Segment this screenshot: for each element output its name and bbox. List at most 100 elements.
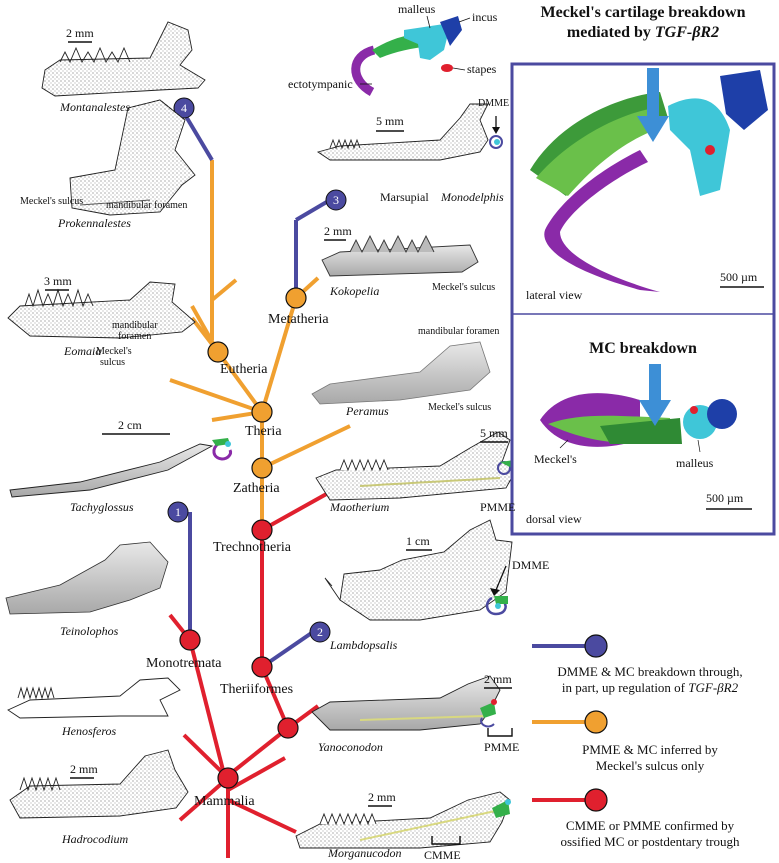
scale-monodelphis: 5 mm	[376, 114, 404, 128]
dorsal-render	[540, 393, 737, 447]
legend-purple-line1: DMME & MC breakdown through,	[557, 664, 743, 679]
panel-title-line2: mediated by TGF-βR2	[512, 24, 774, 42]
node-zatheria	[251, 457, 273, 479]
ear-label-ectotympanic: ectotympanic	[288, 77, 353, 91]
peramus-meckels-sulcus: Meckel's sulcus	[428, 402, 492, 413]
taxon-yanoconodon: Yanoconodon	[318, 740, 383, 754]
event-marker-4	[173, 97, 195, 119]
jaw-henosferos	[7, 677, 181, 719]
jaw-maotherium	[315, 431, 517, 501]
jaw-eomaia	[7, 281, 196, 339]
event-marker-4-label: 4	[181, 101, 187, 115]
tachyglossus-ear	[212, 438, 232, 461]
prokennalestes-meckels-sulcus: Meckel's sulcus	[20, 196, 84, 207]
jaw-yanoconodon	[311, 675, 501, 731]
monodelphis-dmme: DMME	[478, 98, 510, 109]
clade-monotremata: Monotremata	[146, 656, 222, 671]
node-monotremata	[179, 629, 201, 651]
scale-dorsal: 500 µm	[706, 491, 744, 505]
clade-eutheria: Eutheria	[220, 362, 268, 377]
scale-yanoconodon: 2 mm	[484, 672, 512, 686]
event-marker-3-label: 3	[333, 193, 339, 207]
scale-lambdopsalis: 1 cm	[406, 534, 430, 548]
event-marker-1	[167, 501, 189, 523]
node-mammalia	[217, 767, 239, 789]
node-trechnotheria	[251, 519, 273, 541]
event-marker-2	[309, 621, 331, 643]
lateral-render	[530, 70, 768, 292]
legend-red-line1: CMME or PMME confirmed by	[565, 818, 735, 833]
prokennalestes-mandibular-foramen: mandibular foramen	[106, 200, 188, 211]
lateral-arrow	[637, 68, 669, 142]
jaw-montanalestes	[41, 21, 206, 97]
label-meckels: Meckel's	[534, 452, 577, 466]
morganucodon-ear	[492, 799, 511, 818]
jaw-monodelphis	[316, 103, 489, 161]
scale-maotherium: 5 mm	[480, 426, 508, 440]
monodelphis-ear	[489, 135, 503, 149]
lambdopsalis-ear	[485, 596, 508, 616]
red-branches	[168, 490, 331, 858]
jaw-morganucodon	[295, 791, 511, 849]
panel-title-gene: TGF-βR2	[654, 24, 720, 41]
clade-mammalia: Mammalia	[194, 794, 255, 809]
scale-montanalestes: 2 mm	[66, 26, 94, 40]
jaw-prokennalestes	[69, 99, 196, 216]
nodes	[179, 287, 608, 812]
event-marker-3	[325, 189, 347, 211]
taxon-teinolophos: Teinolophos	[60, 624, 119, 638]
maotherium-pmme: PMME	[480, 500, 516, 514]
legend-node-red	[584, 788, 608, 812]
scale-eomaia: 3 mm	[44, 274, 72, 288]
jaw-peramus	[311, 341, 491, 405]
taxon-peramus: Peramus	[346, 404, 389, 418]
taxon-montanalestes: Montanalestes	[60, 100, 130, 114]
jaw-tachyglossus	[9, 443, 214, 498]
clade-metatheria: Metatheria	[268, 312, 329, 327]
clade-theriiformes: Theriiformes	[220, 682, 294, 697]
label-lateral-view: lateral view	[526, 288, 583, 302]
label-marsupial: Marsupial	[380, 190, 429, 204]
ectotympanic-bone	[351, 45, 376, 96]
purple-branches	[182, 111, 596, 669]
jaw-lambdopsalis	[324, 519, 513, 621]
incus-bone	[440, 16, 462, 46]
dorsal-arrow	[639, 364, 671, 426]
node-metatheria	[285, 287, 307, 309]
event-marker-2-label: 2	[317, 625, 323, 639]
node-eutheria	[207, 341, 229, 363]
eomaia-mandibular-2: foramen	[118, 331, 152, 342]
lambdopsalis-dmme: DMME	[512, 558, 550, 572]
eomaia-mandibular-1: mandibular	[112, 320, 158, 331]
legend-purple-line2: in part, up regulation of TGF-βR2	[525, 680, 775, 696]
scale-lateral: 500 µm	[720, 270, 758, 284]
eomaia-meckels-1: Meckel's	[96, 346, 132, 357]
clade-trechnotheria: Trechnotheria	[213, 540, 292, 555]
scale-tachyglossus: 2 cm	[118, 418, 142, 432]
node-theriiformes	[251, 656, 273, 678]
taxon-hadrocodium: Hadrocodium	[62, 832, 129, 846]
panel-title-line1: Meckel's cartilage breakdown	[540, 4, 746, 21]
kokopelia-meckels-sulcus: Meckel's sulcus	[432, 282, 496, 293]
eomaia-meckels-2: sulcus	[100, 357, 125, 368]
stapes-bone	[441, 64, 453, 72]
clade-zatheria: Zatheria	[233, 481, 280, 496]
ear-label-stapes: stapes	[467, 62, 497, 76]
panel-title-prefix: mediated by	[566, 24, 655, 41]
legend-purple-prefix: in part, up regulation of	[561, 680, 689, 695]
taxon-monodelphis: Monodelphis	[441, 190, 504, 204]
legend-node-purple	[584, 634, 608, 658]
ear-label-incus: incus	[472, 10, 498, 24]
label-malleus-dorsal: malleus	[676, 456, 714, 470]
yanoconodon-ear	[480, 699, 497, 728]
taxon-maotherium: Maotherium	[330, 500, 390, 514]
scale-morganucodon: 2 mm	[368, 790, 396, 804]
yanoconodon-pmme: PMME	[484, 740, 520, 754]
legend-node-orange	[584, 710, 608, 734]
taxon-prokennalestes: Prokennalestes	[58, 216, 131, 230]
jaw-teinolophos	[5, 541, 169, 615]
node-theria	[251, 401, 273, 423]
legend-red-line2: ossified MC or postdentary trough	[560, 834, 740, 849]
ear-label-malleus: malleus	[398, 2, 436, 16]
